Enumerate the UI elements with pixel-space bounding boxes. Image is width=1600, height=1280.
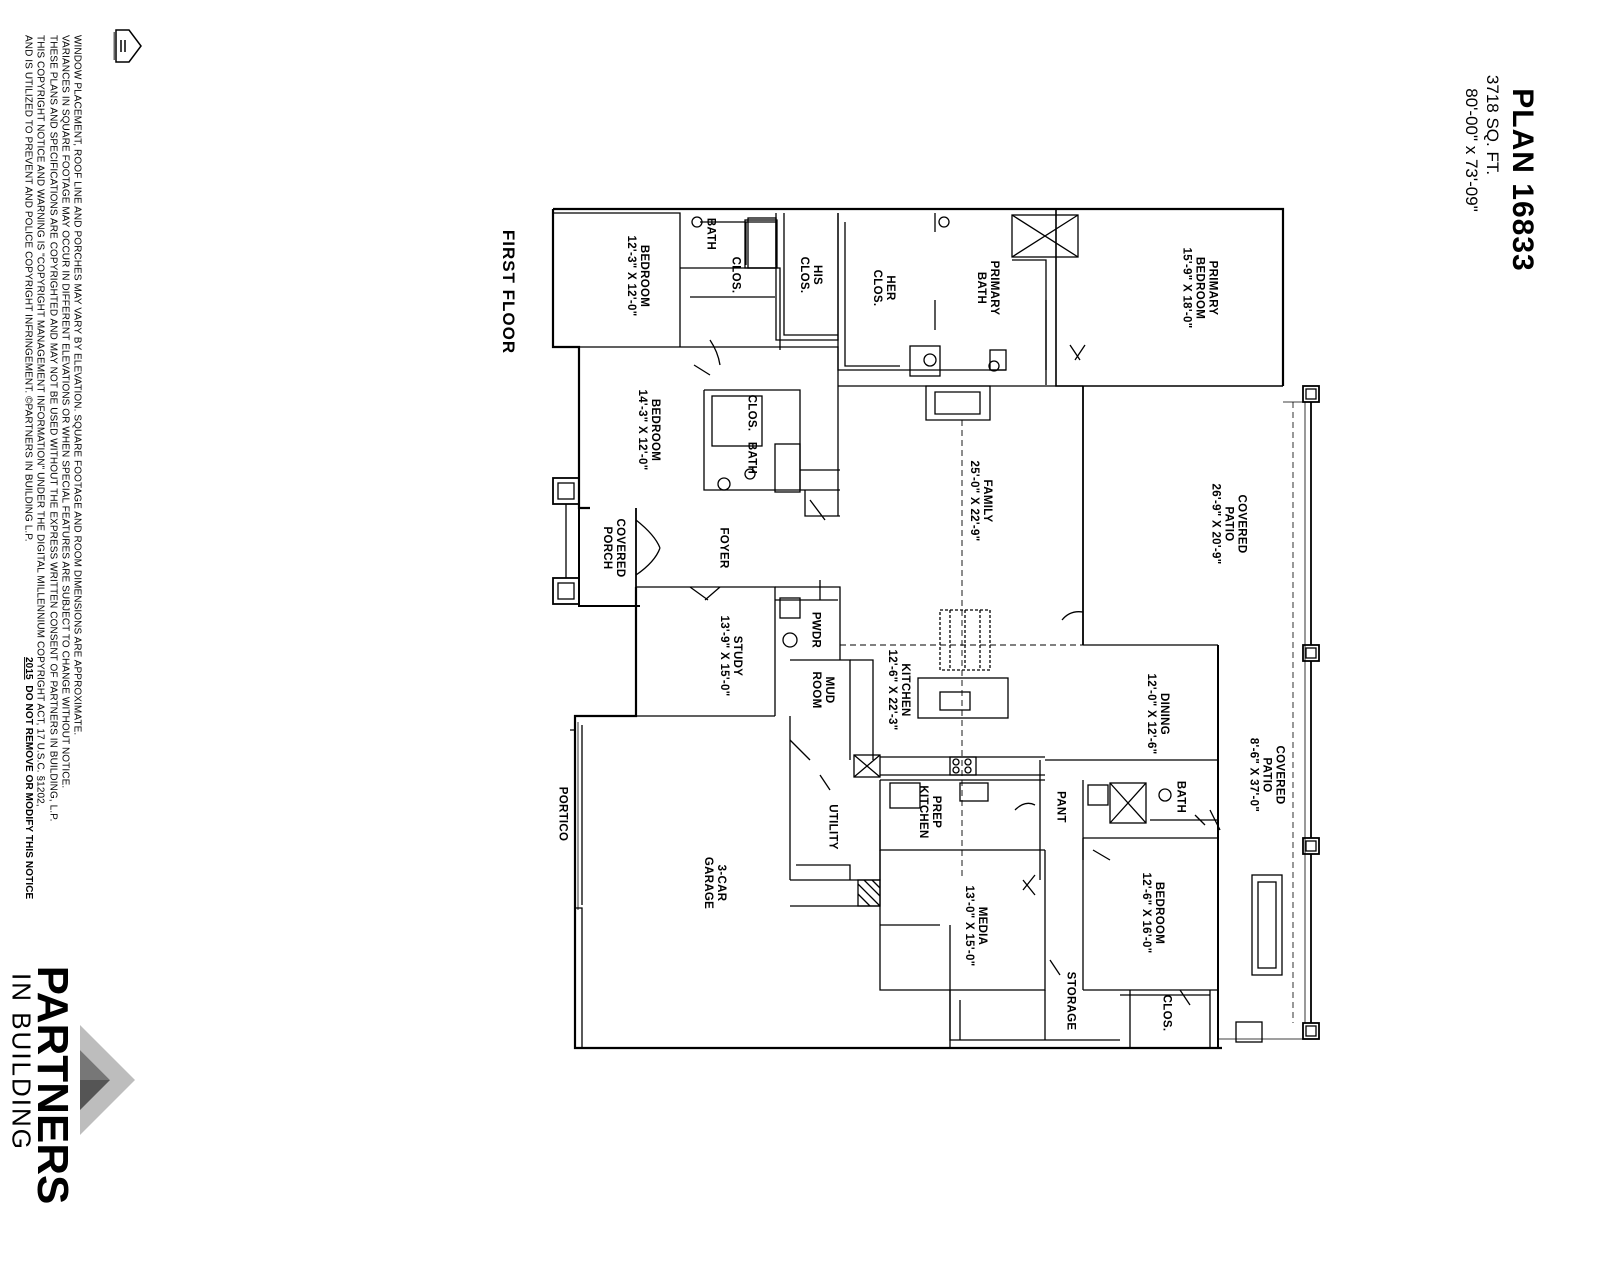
equal-housing-icon (113, 29, 142, 63)
notice-warning-text: DO NOT REMOVE OR MODIFY THIS NOTICE (23, 685, 35, 900)
floor-label: FIRST FLOOR (499, 229, 518, 355)
room-bath-3: BATH (1174, 780, 1187, 814)
room-foyer: FOYER (717, 527, 730, 569)
room-bath-2: BATH (745, 441, 758, 475)
chevron-logo-icon (80, 1025, 135, 1135)
room-pantry: PANT (1054, 791, 1067, 823)
logo-tagline: IN BUILDING (6, 972, 37, 1152)
notice-year: 2015 (23, 657, 35, 680)
plan-sqft: 3718 SQ. FT. (1483, 74, 1502, 176)
room-closet-3: CLOS. (1160, 994, 1173, 1032)
room-closet-1: CLOS. (729, 256, 742, 294)
room-utility: UTILITY (826, 804, 839, 850)
room-storage: STORAGE (1064, 971, 1077, 1031)
room-closet-2: CLOS. (745, 394, 758, 432)
plan-dimensions: 80'-00" x 73'-09" (1462, 88, 1481, 212)
plan-title: PLAN 16833 (1506, 88, 1539, 272)
room-portico: PORTICO (556, 786, 569, 842)
room-powder: PWDR (809, 611, 822, 649)
room-bath-1: BATH (704, 217, 717, 251)
notice-warning: 2015 DO NOT REMOVE OR MODIFY THIS NOTICE (22, 657, 34, 957)
